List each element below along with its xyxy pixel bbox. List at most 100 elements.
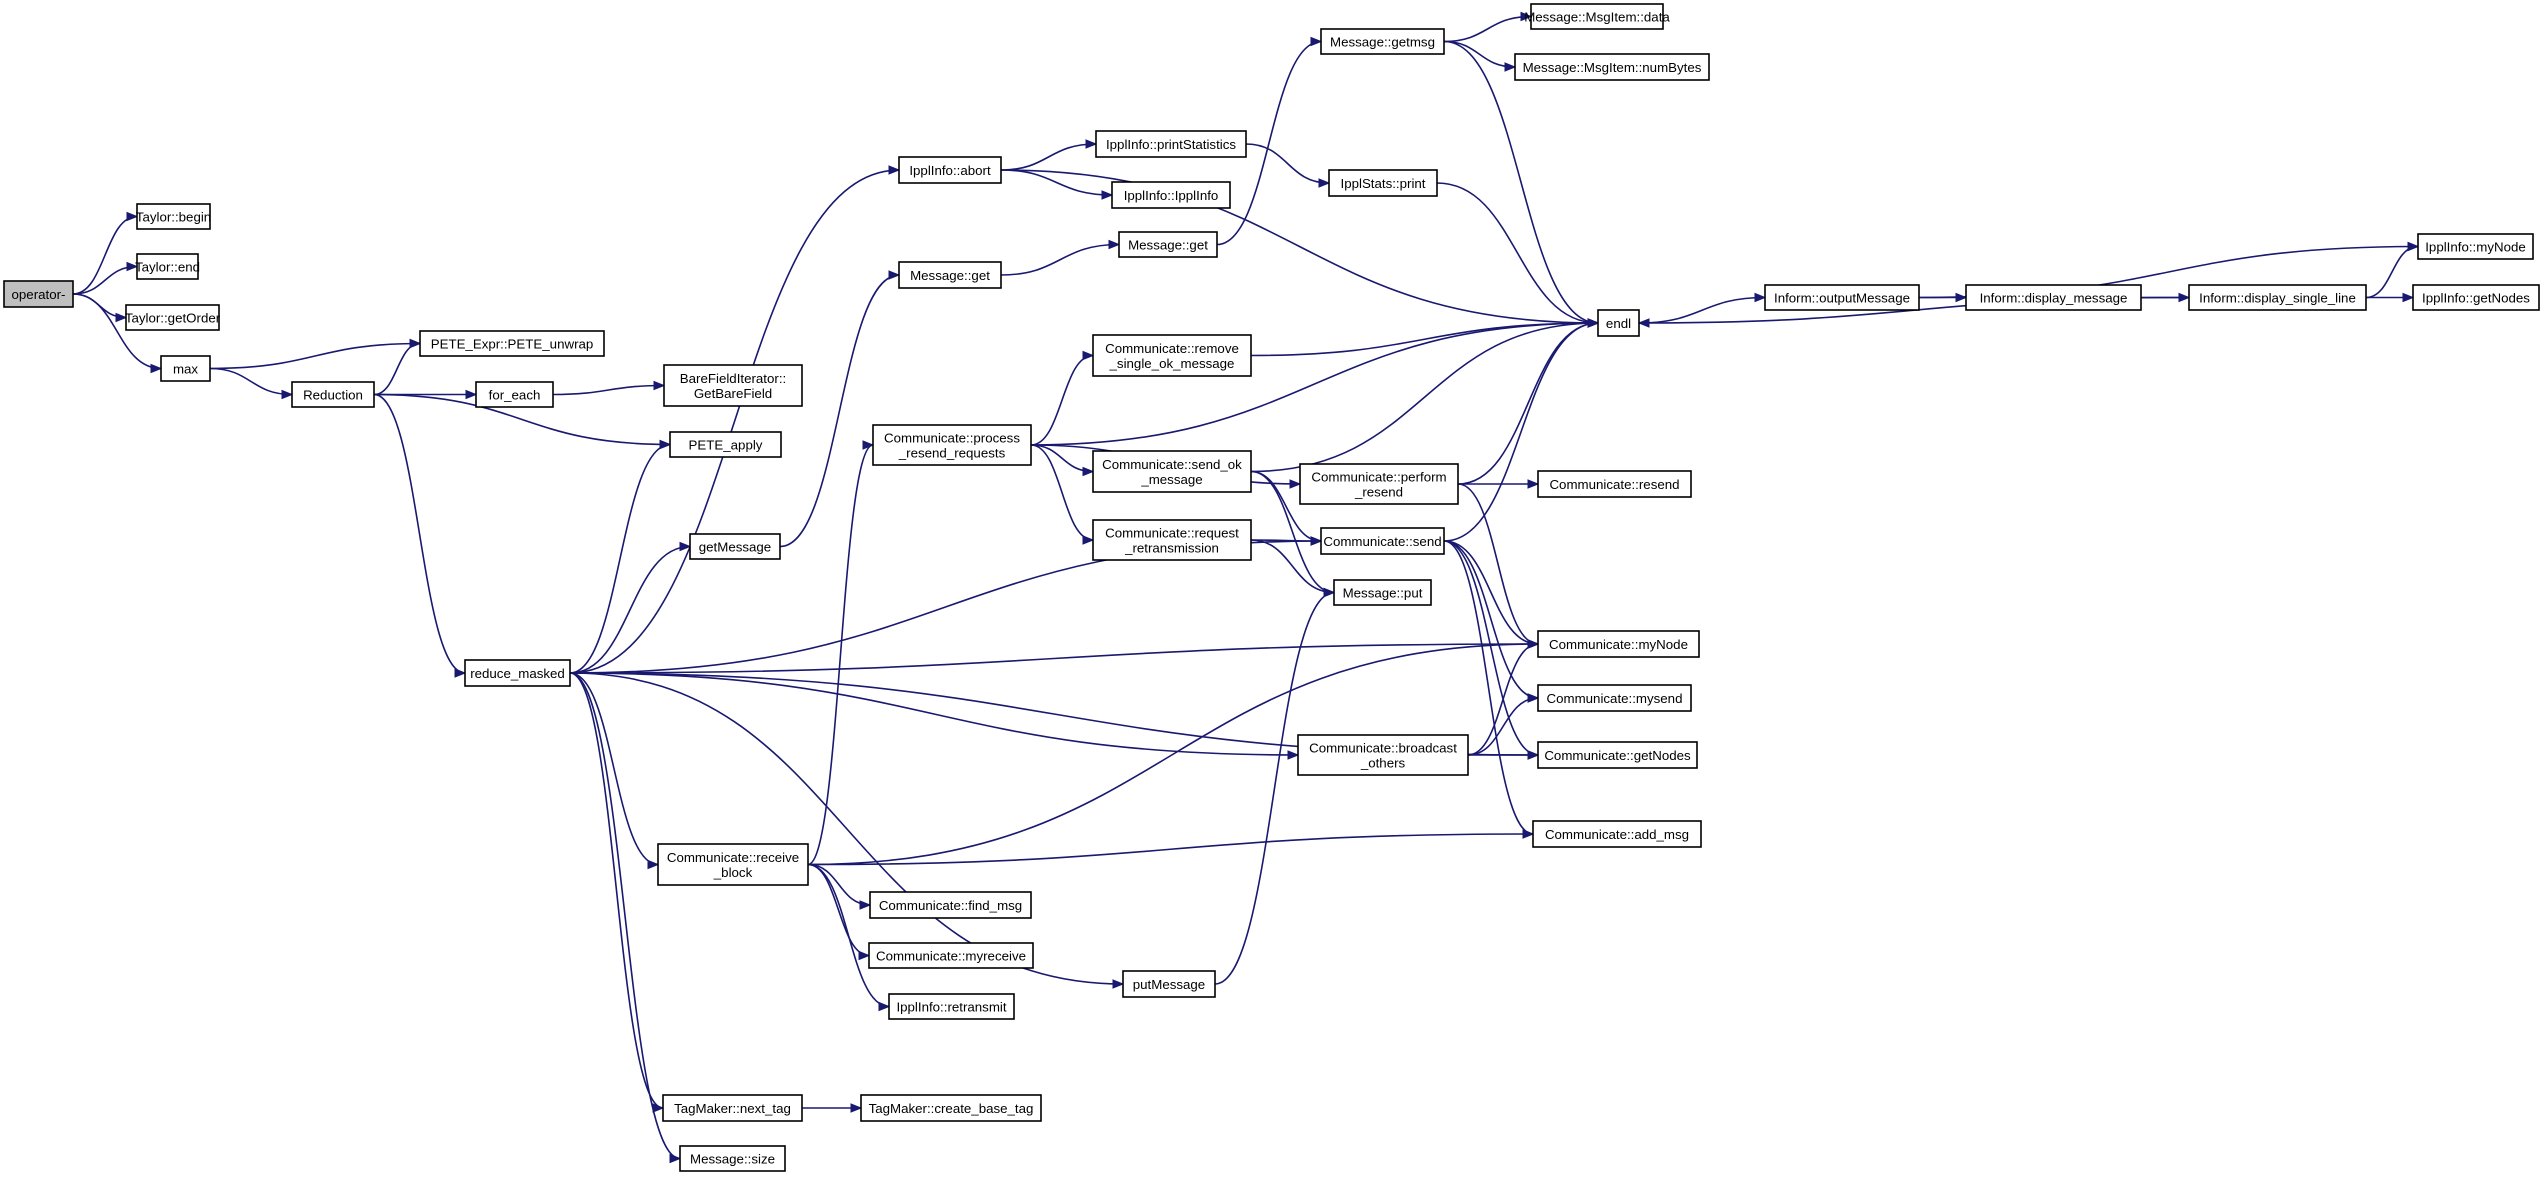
edge-perform_resend-to-comm_mynode: [1457, 483, 1539, 645]
edge-perform_resend-to-endl: [1457, 322, 1599, 485]
arrowhead-getmessage-to-message_get_1: [888, 270, 901, 280]
node-for_each[interactable]: for_each: [475, 381, 554, 408]
node-label-process_resend-line1: _resend_requests: [898, 446, 1006, 461]
node-outputmessage[interactable]: Inform::outputMessage: [1764, 284, 1920, 311]
node-printstatistics[interactable]: IpplInfo::printStatistics: [1095, 130, 1247, 158]
node-taylor_getorder[interactable]: Taylor::getOrder: [125, 304, 221, 331]
node-label-endl-line0: endl: [1606, 316, 1631, 331]
node-box-taylor_begin: [136, 203, 211, 230]
node-label-create_base_tag-line0: TagMaker::create_base_tag: [869, 1101, 1034, 1116]
edge-reduce_masked-to-broadcast_others: [569, 672, 1299, 756]
node-next_tag[interactable]: TagMaker::next_tag: [662, 1094, 803, 1122]
node-label-remove_single_ok-line0: Communicate::remove: [1105, 341, 1239, 356]
arrowhead-display_single_line-to-endl: [1637, 318, 1650, 328]
edge-message_getmsg-to-endl: [1443, 40, 1599, 324]
node-box-display_message: [1965, 284, 2142, 311]
node-message_get_2[interactable]: Message::get: [1118, 231, 1218, 258]
node-comm_getnodes[interactable]: Communicate::getNodes: [1537, 741, 1698, 769]
node-perform_resend[interactable]: Communicate::perform_resend: [1299, 463, 1459, 505]
node-box-message_size: [679, 1145, 786, 1172]
node-endl[interactable]: endl: [1597, 309, 1640, 337]
node-box-request_retrans: [1092, 519, 1252, 561]
node-box-reduce_masked: [464, 659, 571, 687]
edge-receive_block-to-comm_mynode: [807, 643, 1539, 866]
node-find_msg[interactable]: Communicate::find_msg: [869, 891, 1032, 919]
edge-operator_minus-to-taylor_begin: [72, 215, 138, 295]
node-taylor_end[interactable]: Taylor::end: [135, 253, 200, 280]
node-remove_single_ok[interactable]: Communicate::remove_single_ok_message: [1092, 334, 1252, 377]
arrowhead-operator_minus-to-taylor_getorder: [115, 312, 128, 323]
arrowhead-reduce_masked-to-receive_block: [647, 859, 660, 870]
node-pete_apply[interactable]: PETE_apply: [669, 431, 782, 458]
arrowhead-display_single_line-to-ippl_mynode: [2407, 241, 2420, 252]
edge-reduction-to-pete_apply: [373, 393, 671, 446]
node-label-taylor_begin-line0: Taylor::begin: [136, 210, 211, 225]
arrowhead-receive_block-to-myreceive: [858, 950, 871, 961]
node-comm_resend[interactable]: Communicate::resend: [1537, 470, 1692, 498]
node-message_size[interactable]: Message::size: [679, 1145, 786, 1172]
node-send_ok[interactable]: Communicate::send_ok_message: [1092, 450, 1252, 493]
node-myreceive[interactable]: Communicate::myreceive: [868, 942, 1034, 969]
node-msgitem_data[interactable]: Message::MsgItem::data: [1524, 3, 1670, 30]
edge-receive_block-to-comm_add_msg: [807, 833, 1534, 866]
node-process_resend[interactable]: Communicate::process_resend_requests: [872, 424, 1032, 466]
edge-reduce_masked-to-receive_block: [569, 672, 659, 866]
node-message_put[interactable]: Message::put: [1333, 579, 1432, 606]
node-ipplinfo_ctor[interactable]: IpplInfo::IpplInfo: [1111, 181, 1231, 209]
node-box-reduction: [291, 381, 375, 408]
node-comm_add_msg[interactable]: Communicate::add_msg: [1532, 820, 1702, 848]
node-getmessage[interactable]: getMessage: [689, 533, 781, 560]
arrowhead-display_single_line-to-ippl_getnodes: [2402, 292, 2415, 303]
arrowhead-max-to-reduction: [281, 389, 294, 400]
node-box-display_single_line: [2188, 284, 2367, 311]
node-comm_mynode[interactable]: Communicate::myNode: [1537, 630, 1700, 658]
node-box-message_get_2: [1118, 231, 1218, 258]
node-create_base_tag[interactable]: TagMaker::create_base_tag: [860, 1094, 1042, 1122]
node-broadcast_others[interactable]: Communicate::broadcast_others: [1297, 734, 1469, 776]
node-message_get_1[interactable]: Message::get: [898, 261, 1002, 289]
node-comm_mysend[interactable]: Communicate::mysend: [1537, 684, 1692, 712]
node-ippl_getnodes[interactable]: IpplInfo::getNodes: [2412, 284, 2540, 311]
node-reduction[interactable]: Reduction: [291, 381, 375, 408]
node-ipplinfo_abort[interactable]: IpplInfo::abort: [898, 156, 1002, 184]
edge-endl-to-outputmessage: [1638, 296, 1766, 324]
node-label-pete_unwrap-line0: PETE_Expr::PETE_unwrap: [431, 337, 594, 352]
node-box-pete_apply: [669, 431, 782, 458]
node-request_retrans[interactable]: Communicate::request_retransmission: [1092, 519, 1252, 561]
node-retransmit[interactable]: IpplInfo::retransmit: [888, 993, 1015, 1020]
node-msgitem_numbytes[interactable]: Message::MsgItem::numBytes: [1514, 53, 1710, 81]
node-display_single_line[interactable]: Inform::display_single_line: [2188, 284, 2367, 311]
node-label-max-line0: max: [173, 362, 198, 377]
node-taylor_begin[interactable]: Taylor::begin: [136, 203, 211, 230]
node-display_message[interactable]: Inform::display_message: [1965, 284, 2142, 311]
arrowhead-message_get_1-to-message_get_2: [1108, 239, 1121, 250]
arrowhead-reduce_masked-to-ipplinfo_abort: [888, 165, 901, 175]
arrowhead-receive_block-to-comm_add_msg: [1522, 829, 1535, 839]
edge-getmessage-to-message_get_1: [779, 274, 900, 548]
arrowhead-reduction-to-pete_unwrap: [409, 338, 422, 349]
node-reduce_masked[interactable]: reduce_masked: [464, 659, 571, 687]
node-message_getmsg[interactable]: Message::getmsg: [1320, 28, 1445, 55]
node-label-msgitem_numbytes-line0: Message::MsgItem::numBytes: [1523, 60, 1702, 75]
node-box-comm_send: [1320, 527, 1445, 555]
arrowhead-operator_minus-to-taylor_end: [126, 261, 139, 272]
arrowhead-receive_block-to-retransmit: [878, 1001, 891, 1012]
node-label-retransmit-line0: IpplInfo::retransmit: [896, 1000, 1006, 1015]
node-receive_block[interactable]: Communicate::receive_block: [657, 843, 809, 886]
arrowhead-message_getmsg-to-msgitem_data: [1520, 11, 1533, 22]
node-box-endl: [1597, 309, 1640, 337]
node-putmessage[interactable]: putMessage: [1122, 970, 1216, 998]
edge-receive_block-to-find_msg: [807, 863, 871, 906]
node-ipplstats_print[interactable]: IpplStats::print: [1328, 169, 1438, 197]
node-ippl_mynode[interactable]: IpplInfo::myNode: [2417, 233, 2534, 260]
node-label-reduction-line0: Reduction: [303, 388, 363, 403]
node-operator_minus[interactable]: operator-: [3, 280, 74, 308]
node-barefield[interactable]: BareFieldIterator::GetBareField: [663, 364, 803, 407]
node-max[interactable]: max: [160, 355, 211, 382]
edge-reduce_masked-to-next_tag: [569, 672, 664, 1109]
arrowhead-message_getmsg-to-msgitem_numbytes: [1504, 62, 1517, 72]
node-pete_unwrap[interactable]: PETE_Expr::PETE_unwrap: [419, 330, 605, 357]
node-comm_send[interactable]: Communicate::send: [1320, 527, 1445, 555]
edge-message_getmsg-to-msgitem_data: [1443, 15, 1532, 43]
edge-reduction-to-reduce_masked: [373, 393, 466, 674]
